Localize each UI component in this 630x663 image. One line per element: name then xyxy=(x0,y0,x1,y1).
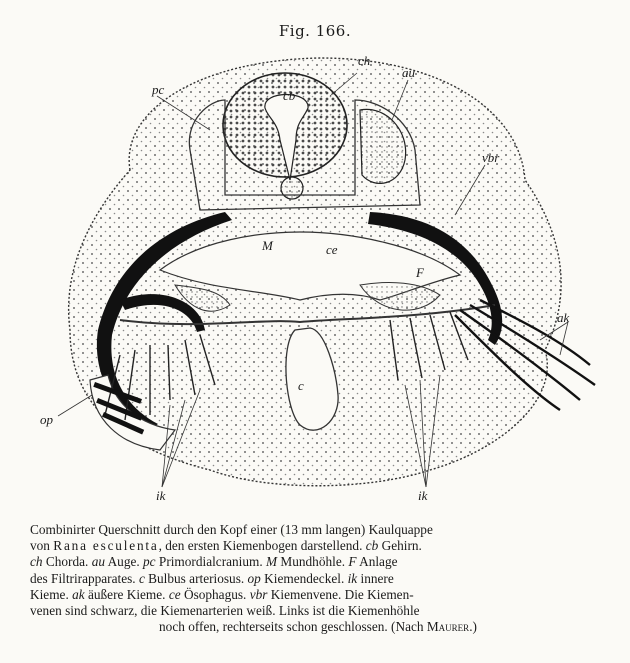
label-op: op xyxy=(40,412,53,428)
caption-line-1: Combinirter Querschnitt durch den Kopf e… xyxy=(30,522,606,538)
caption-line-6: venen sind schwarz, die Kiemenarterien w… xyxy=(30,603,606,619)
cross-section-illustration xyxy=(0,0,630,520)
label-vbr: vbr xyxy=(482,150,499,166)
label-au: au xyxy=(402,65,415,81)
label-M: M xyxy=(262,238,273,254)
label-ik-left: ik xyxy=(156,488,165,504)
caption-line-2: von Rana esculenta, den ersten Kiemenbog… xyxy=(30,538,606,554)
label-F: F xyxy=(416,265,424,281)
caption-line-3: ch Chorda. au Auge. pc Primordialcranium… xyxy=(30,554,606,570)
chorda xyxy=(281,177,303,199)
label-ak: ak xyxy=(557,310,569,326)
label-ik-right: ik xyxy=(418,488,427,504)
label-cb: cb xyxy=(283,88,295,104)
figure-caption: Combinirter Querschnitt durch den Kopf e… xyxy=(30,522,606,635)
caption-line-4: des Filtrirapparates. c Bulbus arteriosu… xyxy=(30,571,606,587)
label-ce: ce xyxy=(326,242,338,258)
label-pc: pc xyxy=(152,82,164,98)
caption-line-5: Kieme. ak äußere Kieme. ce Ösophagus. vb… xyxy=(30,587,606,603)
caption-line-7: noch offen, rechterseits schon geschloss… xyxy=(30,619,606,635)
label-c: c xyxy=(298,378,304,394)
label-ch: ch xyxy=(358,53,370,69)
